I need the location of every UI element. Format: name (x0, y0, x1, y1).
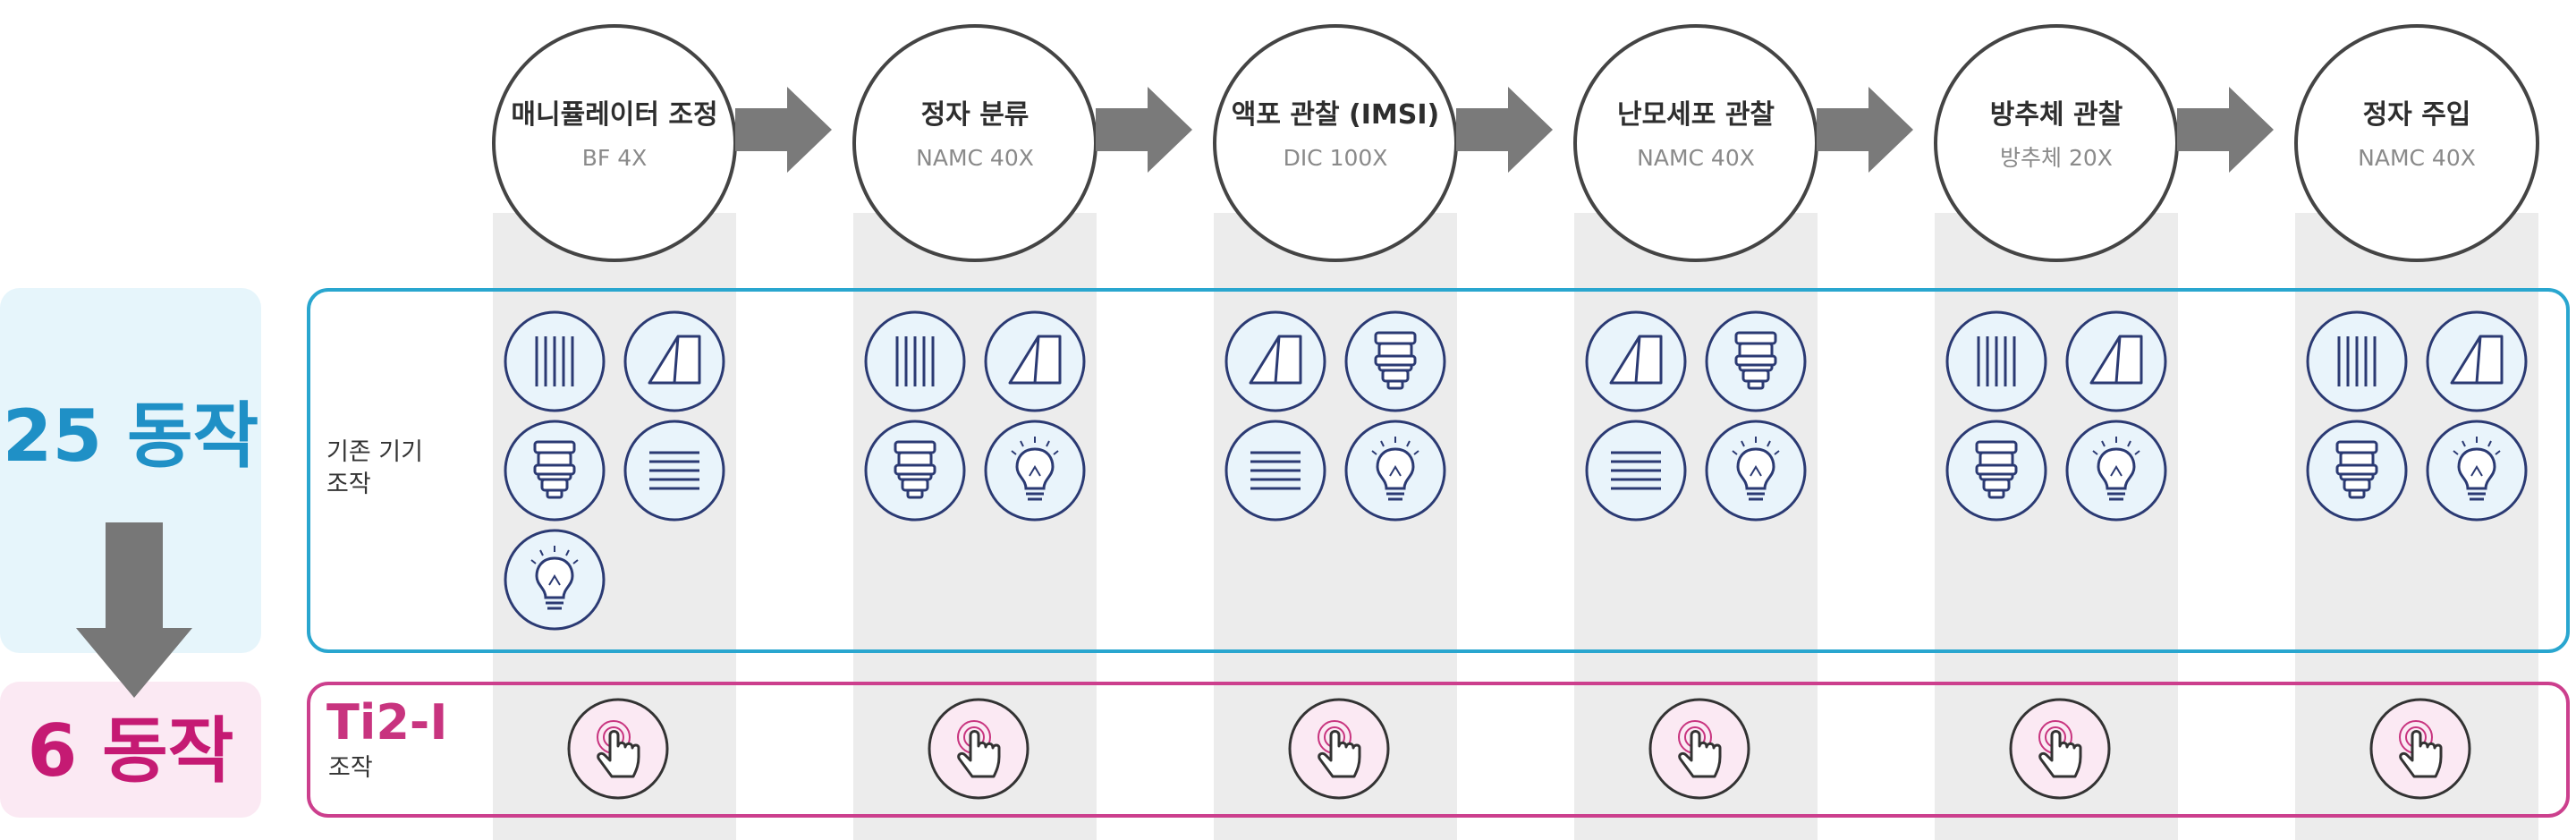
down-arrow-icon (76, 522, 192, 698)
after-panel (0, 682, 261, 818)
conventional-label-line2: 조작 (326, 471, 371, 498)
touch-tap-icon (1648, 698, 1750, 800)
step-mode: NAMC 40X (916, 145, 1034, 171)
light-bulb-icon (1343, 419, 1447, 522)
ti2-name: Ti2-I (326, 694, 448, 751)
prism-icon (2064, 310, 2168, 413)
step-mode: DIC 100X (1283, 145, 1388, 171)
objective-lens-icon (1704, 310, 1808, 413)
prism-icon (983, 310, 1087, 413)
ti2-sub-label: 조작 (328, 754, 373, 782)
touch-tap-icon (2009, 698, 2111, 800)
step-circle: 정자 분류 NAMC 40X (852, 24, 1097, 262)
step-circle: 매니퓰레이터 조정 BF 4X (492, 24, 737, 262)
step-circle: 액포 관찰 (IMSI) DIC 100X (1213, 24, 1458, 262)
horizontal-lines-icon (623, 419, 726, 522)
step-mode: 방추체 20X (2000, 145, 2113, 171)
light-bulb-icon (983, 419, 1087, 522)
horizontal-lines-icon (1584, 419, 1688, 522)
right-arrow-icon (1456, 87, 1553, 173)
right-arrow-icon (735, 87, 832, 173)
step-title: 난모세포 관찰 (1616, 99, 1775, 131)
step-title: 정자 주입 (2362, 99, 2471, 131)
touch-tap-icon (2369, 698, 2471, 800)
vertical-lines-icon (2305, 310, 2409, 413)
light-bulb-icon (2425, 419, 2529, 522)
touch-tap-icon (1288, 698, 1390, 800)
ti2-operation-row (307, 682, 2570, 818)
touch-tap-icon (567, 698, 669, 800)
before-count: 25 동작 (2, 395, 259, 478)
objective-lens-icon (1945, 419, 2048, 522)
step-circle: 방추체 관찰 방추체 20X (1934, 24, 2179, 262)
right-arrow-icon (2177, 87, 2274, 173)
objective-lens-icon (503, 419, 606, 522)
step-mode: NAMC 40X (1637, 145, 1755, 171)
after-count: 6 동작 (27, 709, 234, 793)
right-arrow-icon (1817, 87, 1913, 173)
prism-icon (623, 310, 726, 413)
light-bulb-icon (503, 528, 606, 632)
light-bulb-icon (2064, 419, 2168, 522)
prism-icon (1224, 310, 1327, 413)
step-title: 매니퓰레이터 조정 (511, 99, 718, 131)
light-bulb-icon (1704, 419, 1808, 522)
step-mode: NAMC 40X (2358, 145, 2476, 171)
step-title: 정자 분류 (920, 99, 1030, 131)
vertical-lines-icon (863, 310, 967, 413)
horizontal-lines-icon (1224, 419, 1327, 522)
touch-tap-icon (928, 698, 1030, 800)
conventional-operation-row (307, 288, 2570, 653)
step-circle: 난모세포 관찰 NAMC 40X (1573, 24, 1818, 262)
step-mode: BF 4X (581, 145, 648, 171)
step-circle: 정자 주입 NAMC 40X (2294, 24, 2539, 262)
prism-icon (2425, 310, 2529, 413)
conventional-label-line1: 기존 기기 (326, 438, 423, 466)
objective-lens-icon (1343, 310, 1447, 413)
right-arrow-icon (1096, 87, 1192, 173)
prism-icon (1584, 310, 1688, 413)
vertical-lines-icon (1945, 310, 2048, 413)
step-title: 액포 관찰 (IMSI) (1231, 99, 1440, 131)
conventional-row-label: 기존 기기 조작 (326, 437, 423, 501)
objective-lens-icon (2305, 419, 2409, 522)
objective-lens-icon (863, 419, 967, 522)
vertical-lines-icon (503, 310, 606, 413)
step-title: 방추체 관찰 (1989, 99, 2123, 131)
